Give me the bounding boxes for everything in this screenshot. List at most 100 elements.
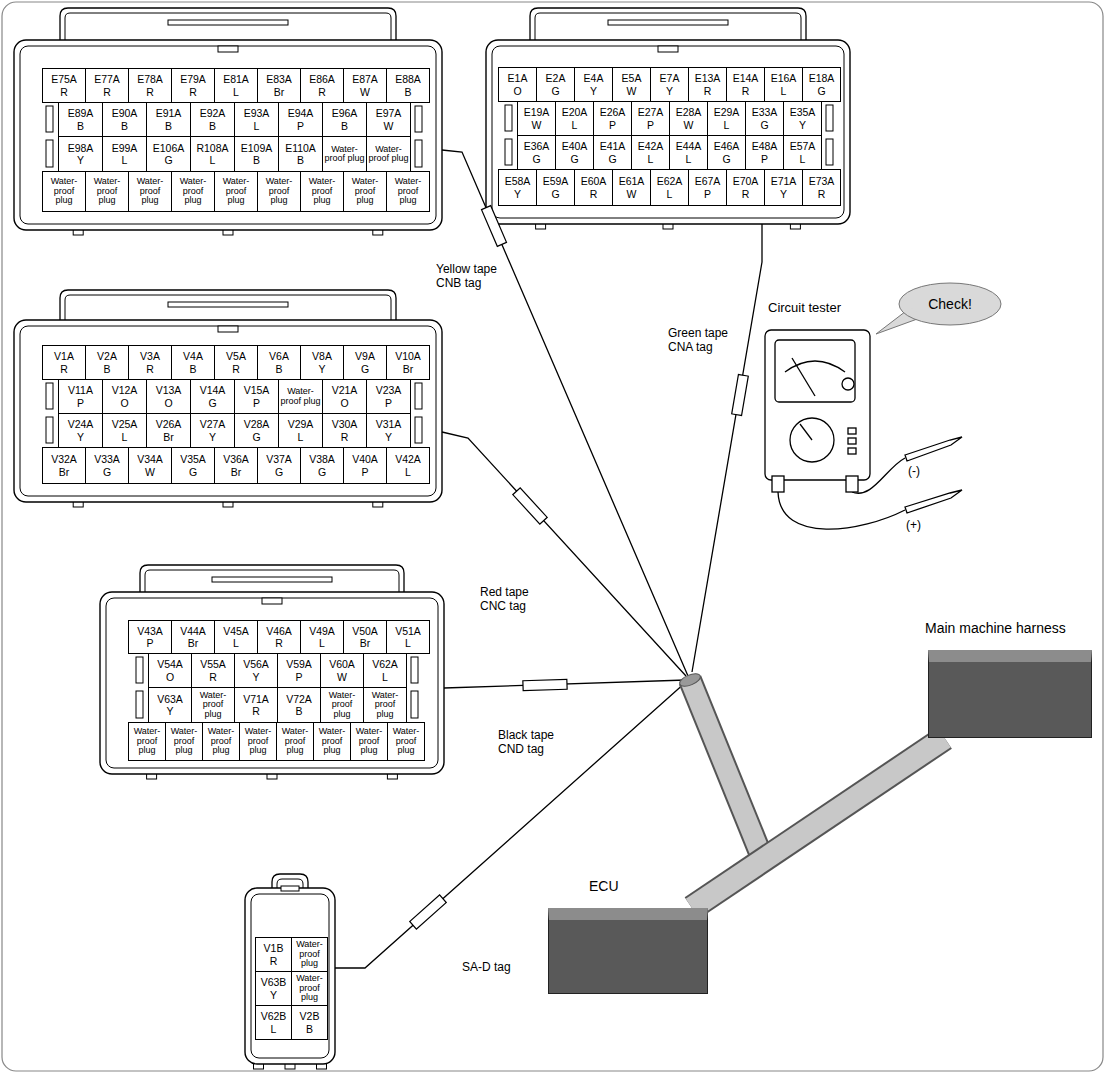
pin-cell: V10ABr <box>386 345 430 380</box>
pin-name: V5A <box>226 350 246 362</box>
pin-cell: V63BY <box>255 971 292 1006</box>
wire-color: L <box>572 119 578 131</box>
tag <box>481 206 506 247</box>
wire-color: W <box>145 466 155 478</box>
plug-cell: Water-proof plug <box>387 722 425 761</box>
wire-color: R <box>146 86 154 98</box>
pin-name: E16A <box>771 72 797 84</box>
pin-name: V3A <box>140 350 160 362</box>
wire-color: L <box>405 466 411 478</box>
pin-cell: V25AL <box>102 413 147 448</box>
plug-label: Water-proof plug <box>293 974 326 1002</box>
pin-name: E61A <box>619 175 645 187</box>
pin-cell: V26ABr <box>146 413 191 448</box>
wire-color: Y <box>77 154 84 166</box>
housing-stroke <box>100 592 444 774</box>
housing-stroke <box>530 8 806 42</box>
pin-cell: V54AO <box>148 653 192 688</box>
pin-name: E91A <box>156 107 182 119</box>
wire-color: W <box>360 86 370 98</box>
plug-cell: Water-proof plug <box>42 171 86 212</box>
wire-color: P <box>77 397 84 409</box>
wire-color: P <box>253 397 260 409</box>
wire-color: Y <box>666 85 673 97</box>
pin-name: V25A <box>112 418 138 430</box>
pin-cell: E14AR <box>726 67 765 102</box>
pin-name: E27A <box>638 106 664 118</box>
wire-color: P <box>704 188 711 200</box>
plug-label: Water-proof plug <box>259 177 299 205</box>
pin-name: E1A <box>508 72 528 84</box>
housing-stroke <box>65 13 391 40</box>
pin-cell: E110AB <box>278 136 323 172</box>
wire-color: G <box>532 153 540 165</box>
pin-name: V36A <box>223 453 249 465</box>
tag <box>513 488 547 524</box>
pin-cell: E57AL <box>783 135 822 170</box>
plug-label: Water-proof plug <box>167 727 201 755</box>
wire-color: L <box>405 637 411 649</box>
pin-name: E90A <box>112 107 138 119</box>
pin-name: E98A <box>68 142 94 154</box>
wire-color: L <box>271 1023 277 1035</box>
pin-name: V38A <box>309 453 335 465</box>
housing-stroke <box>415 106 422 132</box>
pin-cell: V44ABr <box>171 620 215 654</box>
pin-cell: E109AB <box>234 136 279 172</box>
pin-cell: V55AR <box>191 653 235 688</box>
pin-name: V54A <box>157 658 183 670</box>
wire-color: R <box>232 363 240 375</box>
wire-color: G <box>817 85 825 97</box>
wire <box>442 150 688 676</box>
housing-stroke <box>14 40 442 230</box>
wires <box>335 150 762 968</box>
pin-name: E62A <box>657 175 683 187</box>
wire-color: B <box>295 705 302 717</box>
wire <box>442 432 686 676</box>
plug-label: Water-proof plug <box>87 177 127 205</box>
wire-color: R <box>146 363 154 375</box>
plug-label: Water-proof plug <box>173 177 213 205</box>
pin-name: V72A <box>286 693 312 705</box>
pin-cell: V35AG <box>171 447 215 484</box>
wire-color: O <box>340 397 348 409</box>
wire-color: L <box>233 86 239 98</box>
pin-name: E46A <box>714 140 740 152</box>
plug-cell: Water-proof plug <box>291 971 328 1006</box>
wire-color: R <box>275 637 283 649</box>
pin-cell: E40AG <box>555 135 594 170</box>
pin-name: E92A <box>200 107 226 119</box>
pin-cell: E83ABr <box>257 68 301 103</box>
pin-name: E57A <box>790 140 816 152</box>
wire-color: Br <box>188 637 199 649</box>
pin-cell: E62AL <box>650 169 689 206</box>
plug-cell: Water-proof plug <box>386 171 430 212</box>
connector-housing <box>245 874 335 1069</box>
housing-stroke <box>826 105 833 131</box>
pin-name: V45A <box>223 625 249 637</box>
wire-color: G <box>570 153 578 165</box>
pin-cell: E28AW <box>669 101 708 136</box>
pin-name: E2A <box>546 72 566 84</box>
pin-name: E71A <box>771 175 797 187</box>
housing-stroke <box>140 565 404 594</box>
wire-color: P <box>609 119 616 131</box>
pin-name: V55A <box>200 658 226 670</box>
pin-name: E33A <box>752 106 778 118</box>
housing-stroke <box>65 295 391 320</box>
pin-name: E59A <box>543 175 569 187</box>
pin-cell: V21AO <box>322 379 367 414</box>
plug-label: Water-proof plug <box>130 727 164 755</box>
wire-color: R <box>742 188 750 200</box>
wire-color: G <box>318 466 326 478</box>
plug-label: Water-proof plug <box>241 727 275 755</box>
pin-name: E77A <box>94 73 120 85</box>
pin-name: E7A <box>660 72 680 84</box>
housing-stroke <box>60 8 396 42</box>
pin-name: E81A <box>223 73 249 85</box>
housing-stroke <box>212 577 332 582</box>
housing-stroke <box>415 140 422 167</box>
pin-cell: E106AG <box>146 136 191 172</box>
pin-name: V28A <box>244 418 270 430</box>
housing-stroke <box>20 326 436 496</box>
